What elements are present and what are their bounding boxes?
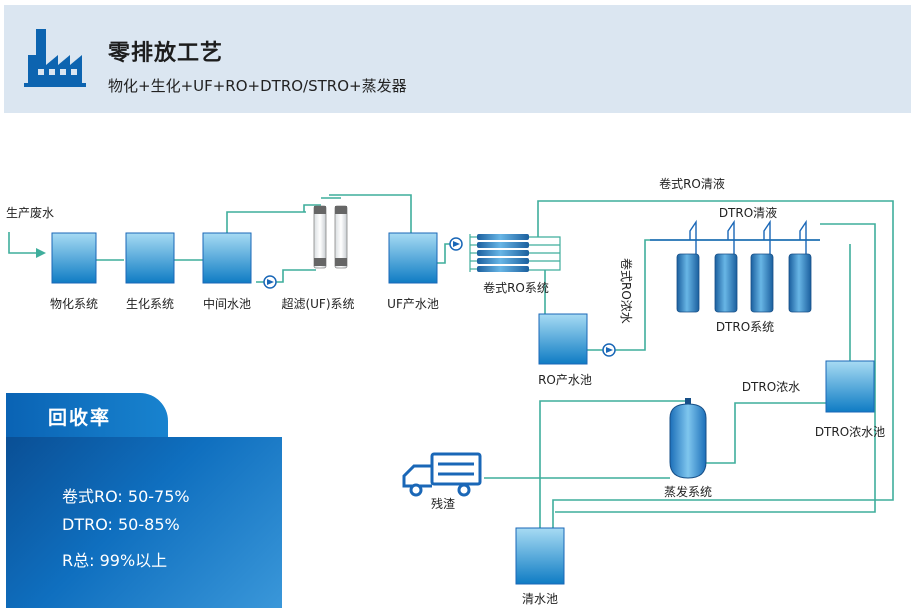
evaporator-vessel	[669, 398, 707, 479]
label-dtro-clean: DTRO清液	[719, 205, 777, 220]
tank-uf-pool	[388, 232, 438, 284]
recovery-item-dtro: DTRO: 50-85%	[62, 515, 180, 534]
truck-icon	[402, 452, 482, 497]
label-uf-pool: UF产水池	[387, 297, 439, 311]
label-residue: 残渣	[431, 497, 455, 511]
label-evaporator: 蒸发系统	[664, 484, 712, 499]
label-uf-system: 超滤(UF)系统	[281, 296, 354, 311]
label-biochem: 生化系统	[126, 297, 174, 311]
tank-ro-pool	[538, 313, 588, 365]
page-title: 零排放工艺	[108, 41, 224, 66]
factory-icon	[24, 29, 86, 87]
recovery-item-total: R总: 99%以上	[62, 551, 168, 570]
recovery-rate-panel: 卷式RO: 50-75% DTRO: 50-85% R总: 99%以上	[6, 437, 282, 608]
dtro-distribution-pipes	[650, 219, 820, 254]
recovery-item-ro: 卷式RO: 50-75%	[62, 487, 190, 506]
label-physchem: 物化系统	[50, 297, 98, 311]
tank-clean-pool	[515, 527, 565, 585]
tank-dtro-conc-pool	[825, 360, 875, 413]
page-subtitle: 物化+生化+UF+RO+DTRO/STRO+蒸发器	[108, 77, 407, 95]
label-ro-pool: RO产水池	[538, 373, 592, 387]
dtro-columns	[676, 253, 812, 313]
header-banner: 零排放工艺 物化+生化+UF+RO+DTRO/STRO+蒸发器	[4, 5, 911, 113]
uf-membrane-modules	[313, 205, 348, 269]
recovery-rate-tab: 回收率	[6, 393, 168, 437]
label-mid-pool: 中间水池	[203, 296, 251, 311]
pump-icon	[602, 343, 616, 357]
pump-icon	[449, 237, 463, 251]
inlet-arrow-icon	[36, 248, 46, 258]
label-dtro-system: DTRO系统	[716, 320, 774, 334]
tank-biochem	[125, 232, 175, 284]
tank-physchem	[51, 232, 97, 284]
label-dtro-conc-pool: DTRO浓水池	[815, 425, 885, 439]
label-ro-system: 卷式RO系统	[483, 280, 549, 295]
label-ro-concentrate: 卷式RO浓水	[619, 258, 634, 324]
pump-icon	[263, 275, 277, 289]
recovery-rate-title: 回收率	[48, 407, 112, 429]
label-clean-pool: 清水池	[522, 592, 558, 606]
tank-mid-pool	[202, 232, 252, 284]
ro-membrane-rack	[469, 234, 561, 272]
label-ro-clean: 卷式RO清液	[659, 176, 725, 191]
label-dtro-concentrate: DTRO浓水	[742, 380, 800, 394]
label-wastewater: 生产废水	[6, 205, 54, 220]
